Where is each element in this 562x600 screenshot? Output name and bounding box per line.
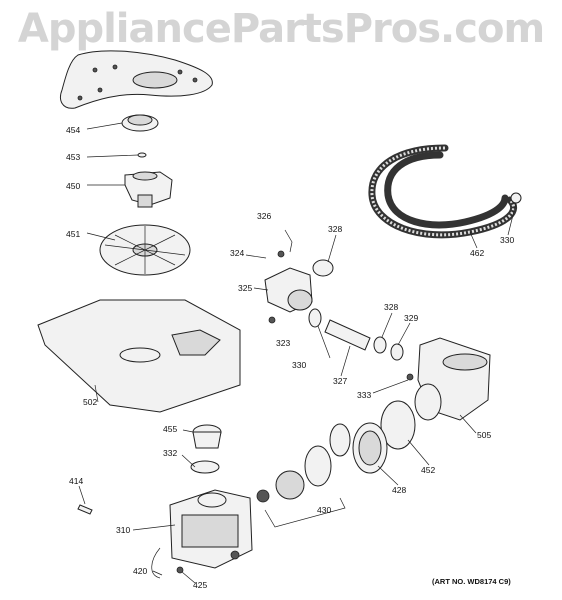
part-451-filter <box>99 224 191 276</box>
label-455[interactable]: 455 <box>163 424 178 434</box>
part-325-valve-assembly <box>264 229 334 324</box>
part-455-check-valve <box>192 424 222 449</box>
label-324[interactable]: 324 <box>230 248 245 258</box>
label-414[interactable]: 414 <box>69 476 84 486</box>
label-502[interactable]: 502 <box>83 397 98 407</box>
label-452[interactable]: 452 <box>421 465 436 475</box>
part-327-tube <box>308 308 404 361</box>
label-323[interactable]: 323 <box>276 338 291 348</box>
part-453-o-ring <box>137 152 147 158</box>
label-420[interactable]: 420 <box>133 566 148 576</box>
part-430-impeller-group <box>256 423 351 528</box>
label-454[interactable]: 454 <box>66 125 81 135</box>
part-452-clamp <box>380 400 416 450</box>
label-328-lower[interactable]: 328 <box>384 302 399 312</box>
leader-lines <box>78 122 517 584</box>
label-328-upper[interactable]: 328 <box>328 224 343 234</box>
label-451[interactable]: 451 <box>66 229 81 239</box>
label-425[interactable]: 425 <box>193 580 208 590</box>
label-332[interactable]: 332 <box>163 448 178 458</box>
label-310[interactable]: 310 <box>116 525 131 535</box>
part-414-screw <box>77 504 93 515</box>
spray-arm <box>60 50 213 109</box>
part-450-manifold <box>124 171 173 208</box>
label-430[interactable]: 430 <box>317 505 332 515</box>
label-330-hose[interactable]: 330 <box>500 235 515 245</box>
label-450[interactable]: 450 <box>66 181 81 191</box>
label-326[interactable]: 326 <box>257 211 272 221</box>
label-453[interactable]: 453 <box>66 152 81 162</box>
label-325[interactable]: 325 <box>238 283 253 293</box>
part-310-pump-motor <box>151 489 253 579</box>
label-462[interactable]: 462 <box>470 248 485 258</box>
label-505[interactable]: 505 <box>477 430 492 440</box>
part-502-filter-tray <box>37 299 241 413</box>
part-428-seal <box>352 422 388 474</box>
part-462-drain-hose <box>368 144 522 239</box>
part-332-clamp <box>190 460 220 474</box>
label-329[interactable]: 329 <box>404 313 419 323</box>
part-454-nut <box>121 114 159 132</box>
part-505-sump <box>406 337 491 421</box>
watermark-logo: AppliancePartsPros.com <box>17 6 545 52</box>
label-330-valve[interactable]: 330 <box>292 360 307 370</box>
label-333[interactable]: 333 <box>357 390 372 400</box>
label-327[interactable]: 327 <box>333 376 348 386</box>
art-number: (ART NO. WD8174 C9) <box>432 577 511 586</box>
label-428[interactable]: 428 <box>392 485 407 495</box>
